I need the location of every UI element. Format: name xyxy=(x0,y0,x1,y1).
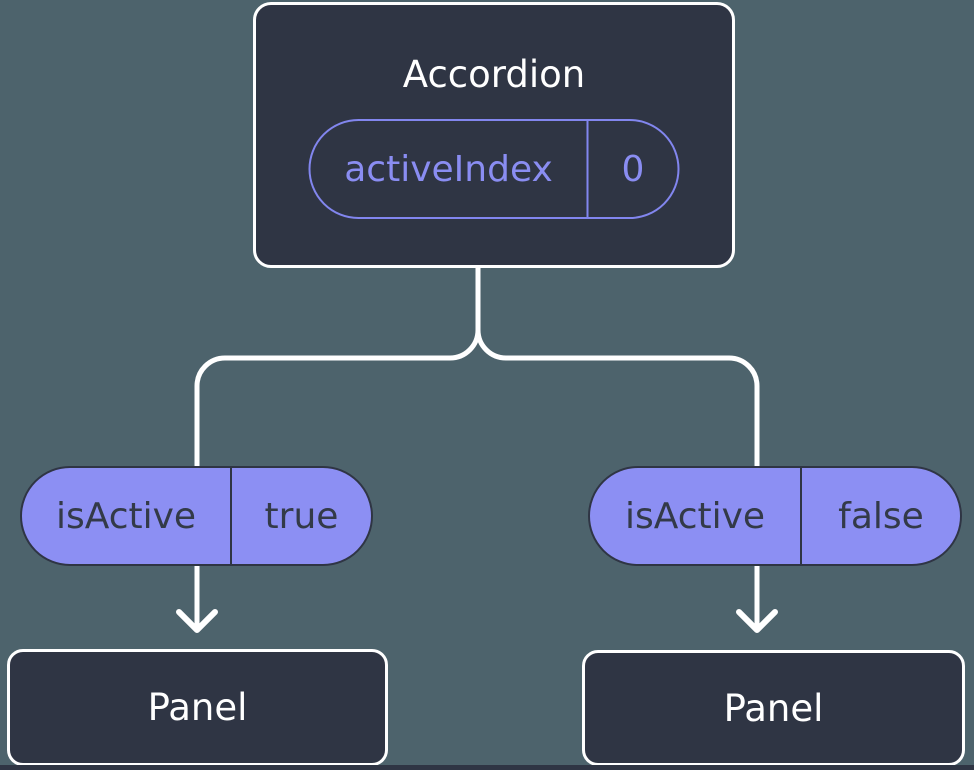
panel-node-left: Panel xyxy=(7,649,388,766)
prop-value-label: true xyxy=(264,495,339,537)
connector-right-branch xyxy=(475,262,760,475)
prop-name-label: activeIndex xyxy=(344,148,553,190)
active-index-prop-pill: activeIndex 0 xyxy=(308,119,680,219)
pill-divider xyxy=(230,468,232,564)
arrow-down-icon-right xyxy=(736,609,778,633)
connector-left-branch xyxy=(194,262,481,475)
prop-name-label: isActive xyxy=(55,495,197,537)
panel-node-right: Panel xyxy=(582,650,965,766)
prop-value-label: 0 xyxy=(621,148,645,190)
prop-name-label: isActive xyxy=(624,495,766,537)
arrow-down-icon-left xyxy=(176,609,218,633)
accordion-node: Accordion activeIndex 0 xyxy=(253,2,735,268)
pill-divider xyxy=(586,121,589,217)
accordion-node-title: Accordion xyxy=(402,53,586,96)
is-active-prop-pill-right: isActive false xyxy=(588,466,962,566)
pill-divider xyxy=(800,468,802,564)
is-active-prop-pill-left: isActive true xyxy=(20,466,373,566)
panel-node-title: Panel xyxy=(723,686,824,730)
bottom-edge-strip xyxy=(0,765,974,770)
prop-value-label: false xyxy=(838,495,924,537)
panel-node-title: Panel xyxy=(147,686,248,729)
